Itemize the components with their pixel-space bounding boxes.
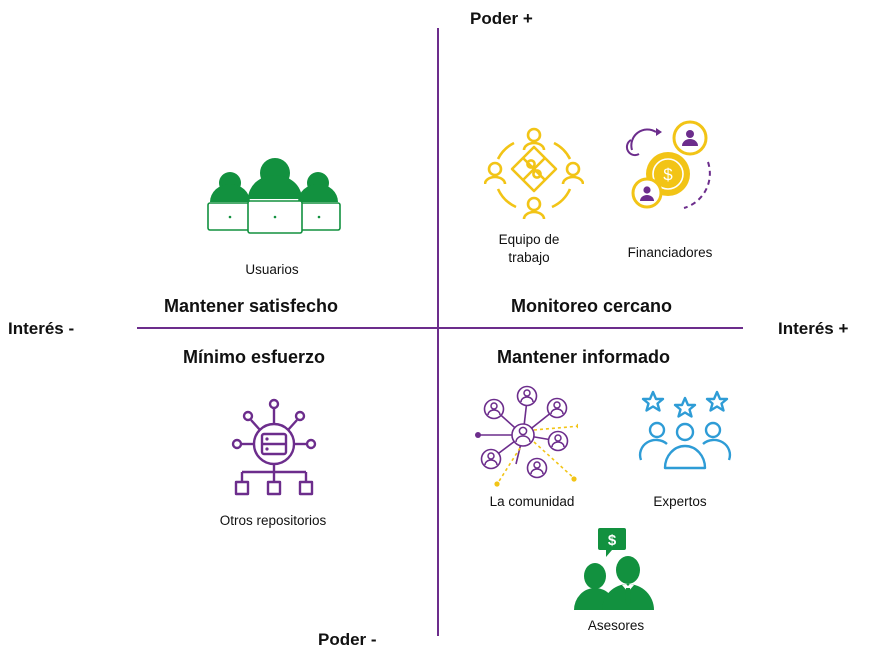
advisors-badge-symbol: $ [608, 532, 617, 549]
funders-coin-icon: $ [625, 120, 711, 209]
stakeholder-label-equipo-line2: trabajo [508, 250, 550, 265]
stakeholder-label-otros-repositorios: Otros repositorios [219, 513, 327, 528]
quadrant-title-minimum-effort: Mínimo esfuerzo [183, 347, 326, 367]
axis-label-interest-high: Interés + [778, 319, 849, 338]
axis-label-interest-low: Interés - [8, 319, 75, 338]
stakeholder-label-equipo-line1: Equipo de [498, 232, 560, 247]
advisors-icon: $ [574, 528, 654, 610]
stakeholder-label-asesores: Asesores [587, 618, 645, 633]
server-network-icon [231, 398, 317, 496]
vertical-axis-line [437, 28, 439, 636]
stakeholder-label-financiadores: Financiadores [627, 245, 713, 260]
team-puzzle-icon [484, 127, 584, 220]
quadrant-title-keep-informed: Mantener informado [497, 347, 671, 367]
axis-label-power-low: Poder - [318, 630, 377, 649]
stakeholder-label-la-comunidad: La comunidad [489, 494, 575, 509]
stakeholder-label-expertos: Expertos [653, 494, 707, 509]
funders-coin-symbol: $ [663, 165, 673, 184]
quadrant-title-manage-closely: Monitoreo cercano [511, 296, 673, 316]
stakeholder-label-usuarios: Usuarios [245, 262, 299, 277]
axis-label-power-high: Poder + [470, 9, 533, 28]
horizontal-axis-line [137, 327, 743, 329]
quadrant-title-keep-satisfied: Mantener satisfecho [164, 296, 339, 316]
experts-stars-icon [638, 390, 732, 470]
community-network-icon [475, 385, 578, 487]
users-laptop-icon [207, 158, 341, 234]
